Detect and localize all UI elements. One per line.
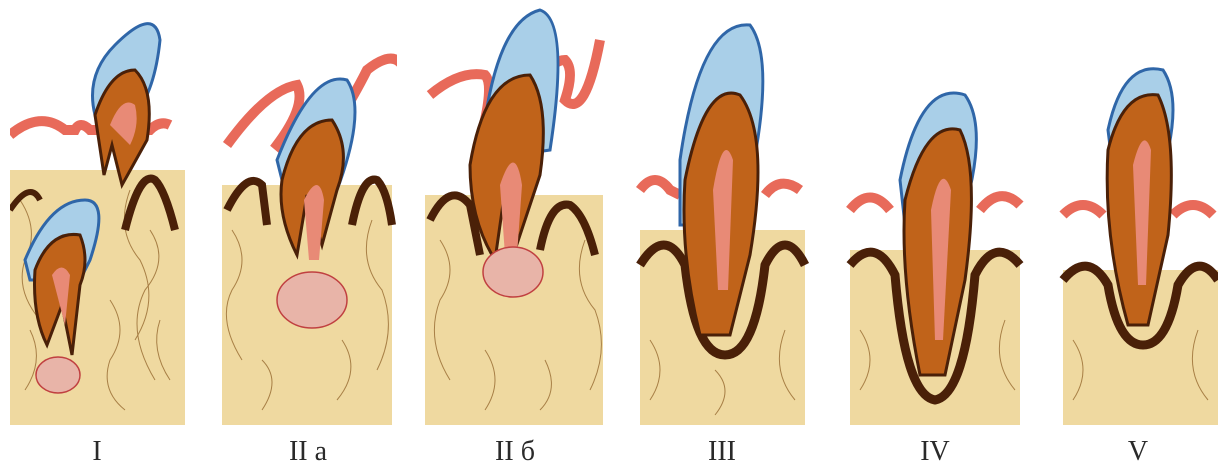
stage-IIa-panel <box>222 0 397 430</box>
tooth-follicle <box>277 272 347 328</box>
stage-label-IIa: II а <box>289 436 327 468</box>
stage-IV-illustration <box>845 0 1025 430</box>
stage-label-IV: IV <box>920 436 950 468</box>
stage-V-panel <box>1058 0 1218 430</box>
stage-I-illustration <box>10 0 185 430</box>
stage-III-panel <box>635 0 810 430</box>
stage-I-panel <box>10 0 185 430</box>
stage-label-I: I <box>92 436 101 468</box>
stage-label-IIb: II б <box>495 436 535 468</box>
stage-IIb-panel <box>425 0 605 430</box>
tooth-follicle <box>36 357 80 393</box>
stage-label-V: V <box>1128 436 1148 468</box>
stage-IV-panel <box>845 0 1025 430</box>
stage-IIb-illustration <box>425 0 605 430</box>
stage-label-III: III <box>708 436 736 468</box>
stage-V-illustration <box>1058 0 1218 430</box>
stage-IIa-illustration <box>222 0 397 430</box>
stage-III-illustration <box>635 0 810 430</box>
tooth-follicle <box>483 247 543 297</box>
